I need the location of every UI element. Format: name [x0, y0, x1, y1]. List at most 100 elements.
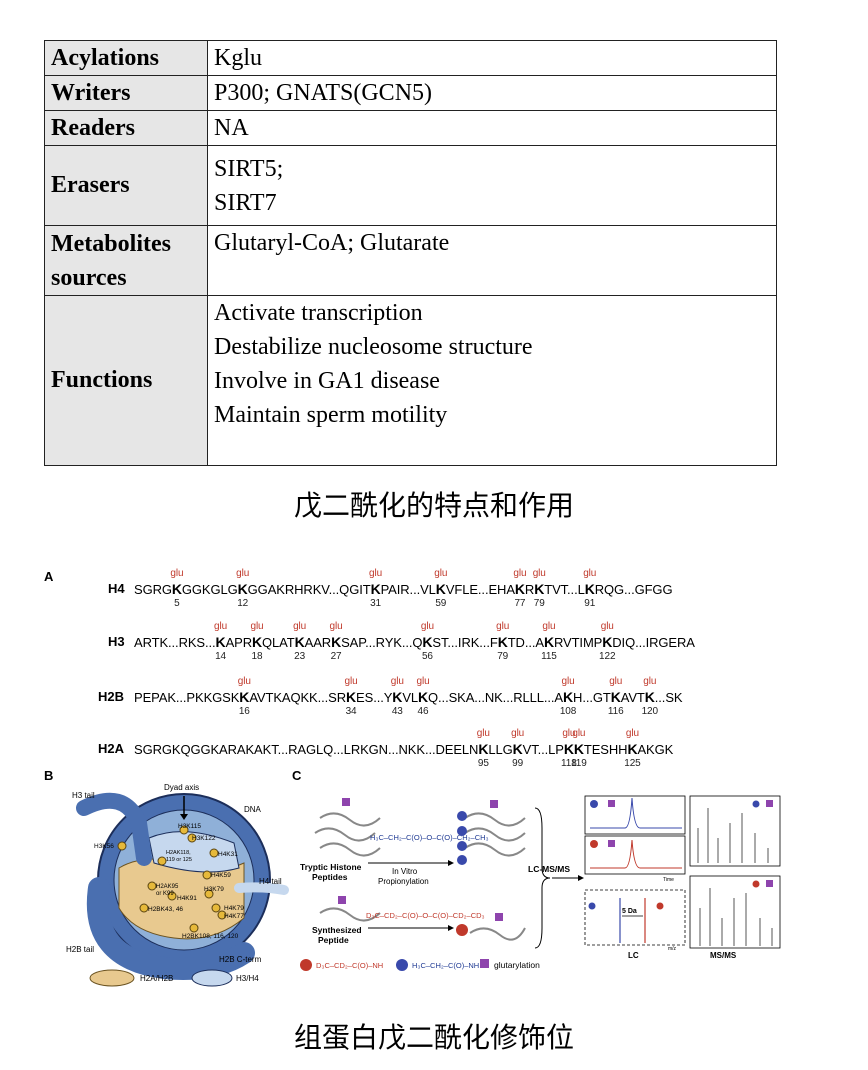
residue-number: 59 — [435, 598, 447, 609]
panel-c-label: C — [292, 768, 302, 783]
glu-mark: glu — [170, 568, 184, 579]
glu-mark: glu — [609, 676, 623, 687]
site-dot — [209, 848, 219, 858]
in-vitro-label-2: Propionylation — [378, 877, 429, 886]
dyad-axis-label: Dyad axis — [164, 783, 199, 792]
sequence-segment: QLAT — [262, 635, 295, 650]
sequence-segment: ...SK — [654, 690, 683, 705]
residue-number: 108 — [559, 706, 577, 717]
h3-tail-shape — [76, 792, 152, 866]
glu-mark: glu — [214, 621, 228, 632]
glu-mark: glu — [369, 568, 383, 579]
residue-number: 46 — [417, 706, 429, 717]
glu-mark: glu — [344, 676, 358, 687]
histone-name: H2B — [98, 689, 125, 704]
five-da-label: 5 Da — [622, 908, 637, 915]
propionylated-peptides — [464, 812, 526, 857]
row-value: P300; GNATS(GCN5) — [207, 75, 777, 111]
sequence-segment: VL — [402, 690, 419, 705]
site-dot — [189, 923, 199, 933]
site-label: H4K59 — [211, 872, 231, 879]
lysine-letter: K — [563, 741, 574, 757]
glu-mark: glu — [561, 676, 575, 687]
heavy-label-ball — [456, 924, 468, 936]
glu-mark: glu — [420, 621, 434, 632]
site-label: H4K31 — [218, 851, 238, 858]
row-value-line: SIRT5; — [214, 155, 284, 182]
sequence-segment: RQG...GFGG — [594, 582, 673, 597]
site-label: 119 or 125 — [166, 857, 192, 863]
caption-characteristics: 戊二酰化的特点和作用 — [293, 489, 574, 522]
glut-mark — [338, 896, 346, 904]
row-key-line: Metabolites — [51, 230, 171, 257]
glu-mark: glu — [236, 568, 250, 579]
glu-mark: glu — [511, 728, 525, 739]
sequence-segment: Q...SKA...NK...RLLL...A — [428, 690, 564, 705]
caption-histone-sites: 组蛋白戊二酰化修饰位 — [293, 1021, 574, 1054]
sequence-segment: AKGK — [637, 742, 674, 757]
dna-label: DNA — [244, 805, 262, 814]
glu-mark: glu — [600, 621, 614, 632]
msms-panels: MS/MS — [689, 795, 781, 960]
site-label: H3K122 — [192, 835, 216, 842]
row-key: Acylations — [44, 40, 208, 76]
legend-light-text: H₃C–CH₂–C(O)–NH — [412, 961, 479, 970]
mz-axis-label: m/z — [668, 946, 677, 952]
sequence-segment: TD...A — [507, 635, 544, 650]
sequence-segment: TESHH — [583, 742, 628, 757]
lysine-letter: K — [610, 689, 621, 705]
row-value: Kglu — [207, 40, 777, 76]
legend-h3-label: H3/H4 — [236, 974, 259, 983]
lysine-letter: K — [239, 689, 250, 705]
lysine-letter: K — [563, 689, 574, 705]
histone-name: H3 — [108, 634, 125, 649]
residue-number: 119 — [571, 758, 587, 769]
residue-number: 23 — [294, 651, 306, 662]
lysine-letter: K — [252, 634, 263, 650]
in-vitro-label-1: In Vitro — [392, 867, 418, 876]
lysine-letter: K — [331, 634, 342, 650]
row-key: Writers — [44, 75, 208, 111]
row-key-line: sources — [51, 264, 127, 291]
site-dot — [217, 910, 227, 920]
lcms-label: LC-MS/MS — [528, 864, 570, 874]
site-label: H2BK43, 46 — [148, 906, 183, 913]
lysine-letter: K — [584, 581, 595, 597]
histone-name: H4 — [108, 581, 125, 596]
residue-number: 116 — [607, 706, 624, 717]
legend-h3-swatch — [191, 969, 233, 987]
row-value-line: Kglu — [214, 45, 262, 71]
sequence-segment: ES...Y — [356, 690, 393, 705]
site-dot — [202, 870, 212, 880]
site-dot — [167, 891, 177, 901]
residue-number: 27 — [330, 651, 342, 662]
glu-mark: glu — [293, 621, 307, 632]
row-value: Glutaryl-CoA; Glutarate — [207, 225, 777, 296]
residue-number: 122 — [599, 651, 616, 662]
sequence-segment: GGKGLG — [181, 582, 238, 597]
glu-mark: glu — [329, 621, 343, 632]
h2b-cterm-label: H2B C-term — [219, 955, 262, 964]
lysine-letter: K — [171, 581, 182, 597]
lysine-letter: K — [534, 581, 545, 597]
site-label: H2AK118, — [166, 850, 191, 856]
site-label: H4K79 — [224, 905, 244, 912]
site-dot — [139, 903, 149, 913]
site-label: H3K115 — [178, 823, 201, 830]
glu-mark: glu — [513, 568, 527, 579]
